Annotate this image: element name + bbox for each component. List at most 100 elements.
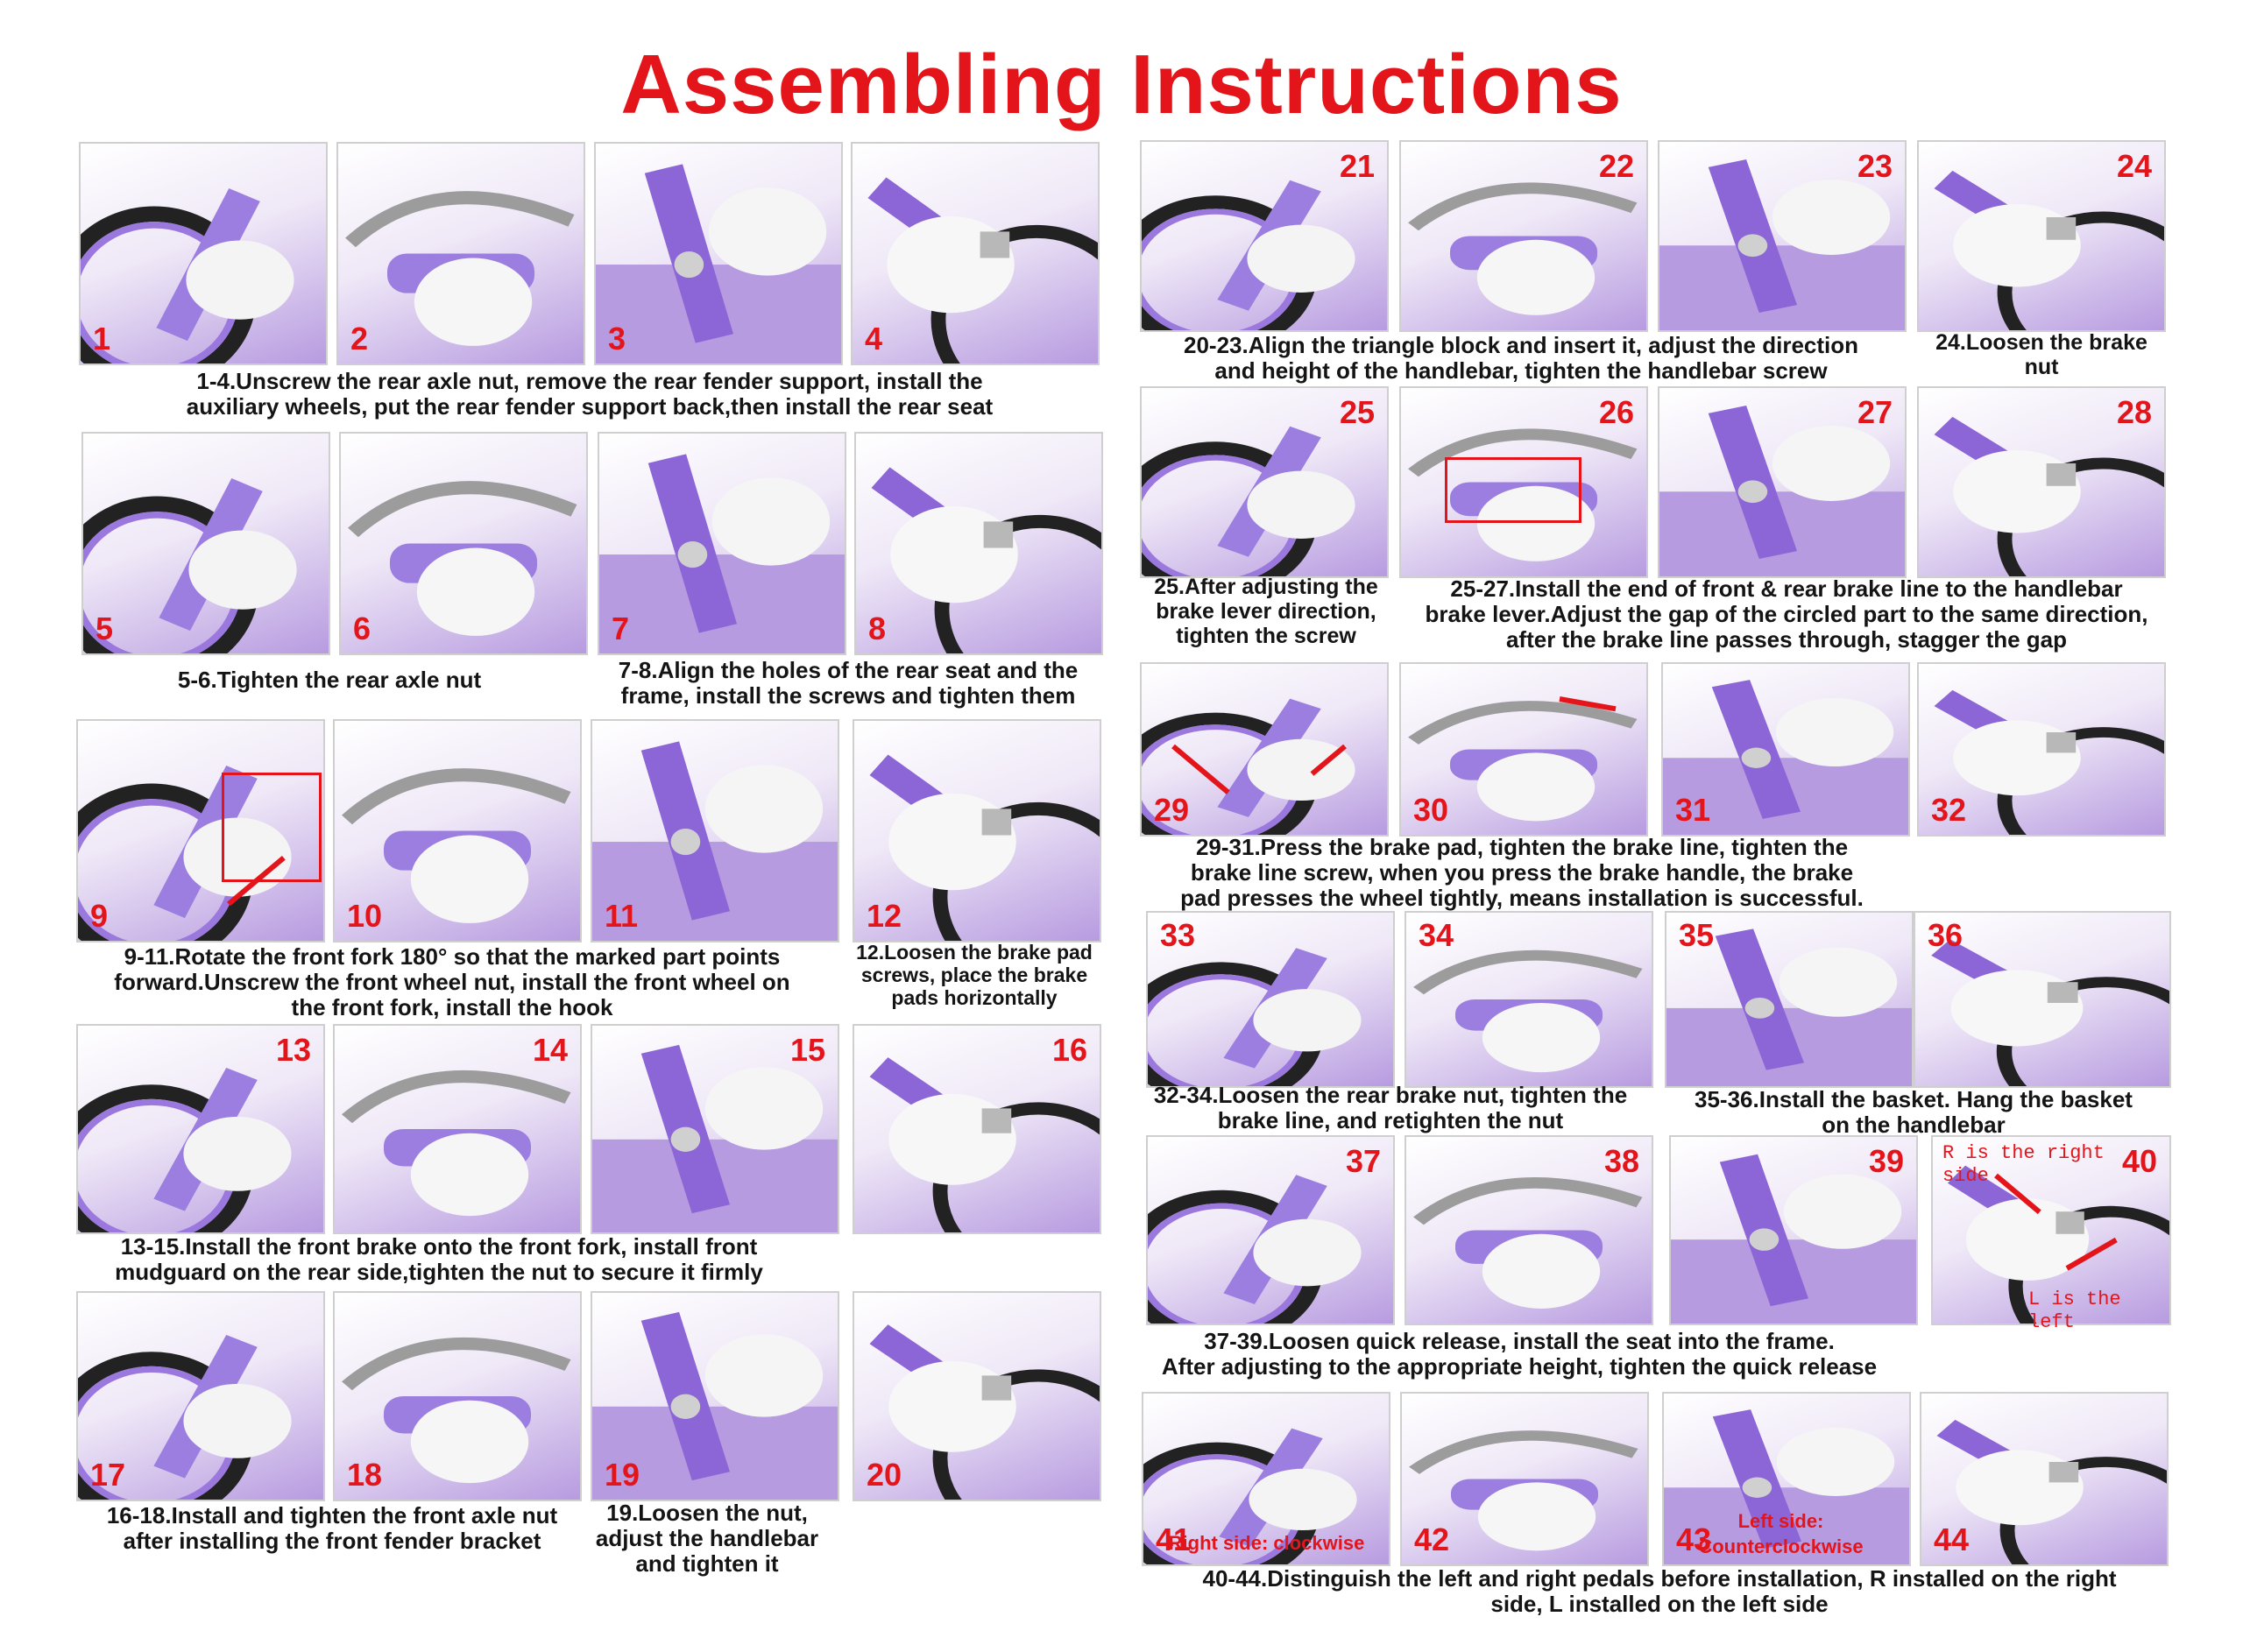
step-number: 11 — [605, 898, 639, 934]
caption-line: tighten the screw — [1176, 624, 1356, 648]
step-number: 21 — [1339, 148, 1375, 184]
bike-part-illustration — [83, 478, 297, 653]
step-number: 30 — [1413, 792, 1449, 828]
caption-line: screws, place the brake — [860, 964, 1088, 986]
bike-part-illustration — [1934, 170, 2164, 330]
step-number: 27 — [1857, 394, 1893, 430]
step-panel: 20 — [853, 1291, 1101, 1501]
step-number: 9 — [90, 898, 109, 934]
bike-part-illustration — [1142, 698, 1355, 835]
bike-part-illustration — [1666, 928, 1912, 1086]
annotation-label: Counterclockwise — [1698, 1536, 1864, 1557]
bike-part-illustration — [1671, 1154, 1916, 1324]
step-number: 10 — [347, 898, 383, 934]
bike-part-illustration — [1947, 1165, 2169, 1324]
caption-line: and height of the handlebar, tighten the… — [1214, 357, 1828, 384]
caption-line: brake lever direction, — [1156, 599, 1376, 624]
caption-line: 25-27.Install the end of front & rear br… — [1450, 575, 2123, 602]
step-panel: 2 — [336, 142, 585, 365]
step-panel: 11 — [591, 719, 839, 942]
step-caption: 37-39.Loosen quick release, install the … — [950, 1329, 2089, 1380]
step-panel: 31 — [1661, 662, 1910, 837]
caption-line: the front fork, install the hook — [291, 994, 613, 1020]
bike-part-illustration — [1931, 939, 2169, 1086]
annotation-label: R is the right side — [1942, 1142, 2105, 1187]
caption-line: 37-39.Loosen quick release, install the … — [1204, 1328, 1835, 1354]
step-number: 2 — [350, 321, 369, 357]
bike-part-illustration — [81, 188, 294, 364]
caption-line: 25.After adjusting the — [1154, 575, 1378, 599]
step-number: 6 — [353, 611, 371, 646]
step-number: 39 — [1868, 1143, 1904, 1179]
caption-line: 7-8.Align the holes of the rear seat and… — [618, 657, 1079, 683]
caption-line: After adjusting to the appropriate heigh… — [1161, 1353, 1878, 1380]
bike-part-illustration — [348, 481, 577, 636]
step-caption: 16-18.Install and tighten the front axle… — [0, 1503, 902, 1554]
step-number: 41 — [1156, 1521, 1192, 1557]
bike-part-illustration — [1664, 1409, 1909, 1564]
bike-part-illustration — [867, 177, 1098, 364]
step-panel: 17 — [76, 1291, 325, 1501]
annotation-label: Left side: — [1737, 1510, 1824, 1532]
caption-line: nut — [2024, 355, 2059, 379]
step-panel: 29 — [1140, 662, 1389, 837]
step-number: 34 — [1419, 917, 1454, 953]
caption-line: 16-18.Install and tighten the front axle… — [106, 1502, 558, 1528]
caption-line: brake line, and retighten the nut — [1217, 1107, 1564, 1133]
caption-line: forward.Unscrew the front wheel nut, ins… — [114, 969, 790, 995]
step-panel: 22 — [1399, 140, 1648, 332]
bike-part-illustration — [1413, 1177, 1643, 1309]
step-panel: 6 — [339, 432, 588, 655]
step-caption: 5-6.Tighten the rear axle nut — [0, 667, 899, 693]
caption-line: 35-36.Install the basket. Hang the baske… — [1695, 1086, 2133, 1112]
step-panel: 38 — [1405, 1135, 1653, 1325]
step-panel: 35 — [1665, 911, 1914, 1088]
step-number: 1 — [93, 321, 111, 357]
step-panel: 14 — [333, 1024, 582, 1234]
step-panel: 18 — [333, 1291, 582, 1501]
annotation-label: Right side: clockwise — [1168, 1532, 1365, 1554]
caption-line: brake line screw, when you press the bra… — [1190, 859, 1854, 886]
step-number: 5 — [96, 611, 114, 646]
caption-line: 1-4.Unscrew the rear axle nut, remove th… — [196, 368, 983, 394]
step-number: 16 — [1051, 1032, 1087, 1068]
caption-line: pad presses the wheel tightly, means ins… — [1180, 885, 1864, 911]
caption-line: frame, install the screws and tighten th… — [620, 682, 1076, 709]
bike-part-illustration — [1143, 1428, 1357, 1564]
step-panel: 12 — [853, 719, 1101, 942]
bike-part-illustration — [1409, 1430, 1638, 1551]
bike-part-illustration — [78, 1334, 292, 1500]
step-panel: 13 — [76, 1024, 325, 1234]
step-caption: 20-23.Align the triangle block and inser… — [952, 333, 2091, 384]
step-caption: 32-34.Loosen the rear brake nut, tighten… — [821, 1083, 1960, 1133]
bike-part-illustration — [1148, 948, 1362, 1086]
bike-part-illustration — [596, 164, 841, 364]
step-panel: 25 — [1140, 386, 1389, 578]
step-panel: 8 — [854, 432, 1103, 655]
step-panel: 28 — [1917, 386, 2166, 578]
step-caption: 35-36.Install the basket. Hang the baske… — [1344, 1087, 2243, 1138]
step-caption: 13-15.Install the front brake onto the f… — [0, 1234, 1008, 1285]
caption-line: auxiliary wheels, put the rear fender su… — [186, 393, 994, 420]
bike-part-illustration — [1408, 701, 1638, 822]
caption-line: 9-11.Rotate the front fork 180° so that … — [124, 943, 781, 970]
bike-part-illustration — [592, 741, 838, 941]
caption-line: 32-34.Loosen the rear brake nut, tighten… — [1153, 1082, 1628, 1108]
step-panel: 4 — [851, 142, 1100, 365]
step-number: 35 — [1679, 917, 1715, 953]
step-number: 23 — [1857, 148, 1893, 184]
caption-line: and tighten it — [635, 1550, 779, 1577]
bike-part-illustration — [345, 191, 575, 346]
caption-line: 5-6.Tighten the rear axle nut — [177, 667, 482, 693]
bike-part-illustration — [1142, 180, 1355, 330]
step-number: 33 — [1160, 917, 1196, 953]
bike-part-illustration — [599, 454, 845, 653]
step-number: 43 — [1676, 1521, 1712, 1557]
step-panel: 7 — [598, 432, 846, 655]
bike-part-illustration — [1659, 159, 1905, 330]
step-panel: 42 — [1400, 1392, 1649, 1566]
bike-part-illustration — [1934, 416, 2164, 576]
